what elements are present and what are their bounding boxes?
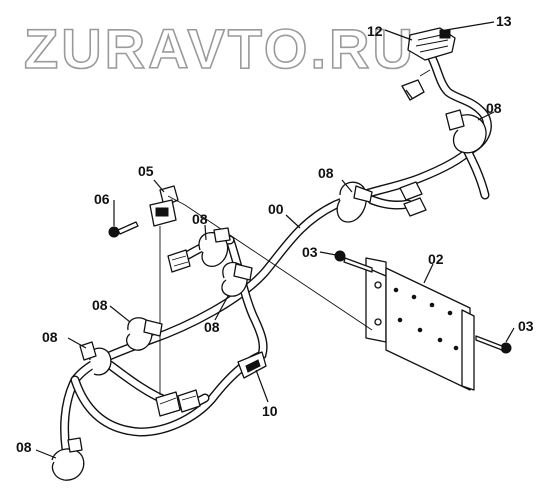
label-08-center: 08 bbox=[192, 211, 208, 227]
clamp-08-center-top bbox=[336, 181, 373, 223]
bracket-02 bbox=[365, 257, 475, 391]
clamp-08-center bbox=[198, 227, 231, 267]
clamp-08-top-right bbox=[445, 109, 487, 154]
connector-center-left bbox=[167, 249, 191, 273]
connector-10 bbox=[237, 351, 267, 379]
screw-03-left bbox=[334, 250, 373, 273]
label-00: 00 bbox=[268, 201, 284, 217]
relay-05 bbox=[149, 185, 179, 227]
connector-lower-group bbox=[155, 389, 201, 417]
label-06: 06 bbox=[94, 191, 110, 207]
label-12: 12 bbox=[367, 23, 383, 39]
label-08-left-lower: 08 bbox=[42, 329, 58, 345]
label-08-top-right: 08 bbox=[486, 100, 502, 116]
connector-12-13 bbox=[407, 27, 456, 61]
label-02: 02 bbox=[428, 251, 444, 267]
label-08-center-top: 08 bbox=[318, 165, 334, 181]
label-08-left-middle: 08 bbox=[92, 297, 108, 313]
clamp-08-left-middle bbox=[125, 317, 163, 351]
screw-03-right bbox=[475, 335, 512, 354]
label-08-lower-center: 08 bbox=[204, 319, 220, 335]
connector-upper-right bbox=[401, 69, 431, 101]
label-03-right: 03 bbox=[518, 318, 534, 334]
label-13: 13 bbox=[496, 13, 512, 29]
label-03-left: 03 bbox=[302, 244, 318, 260]
clamp-08-bottom-left bbox=[51, 437, 85, 481]
watermark: ZURAVTO.RU bbox=[24, 17, 416, 80]
connector-pair-right bbox=[399, 181, 427, 217]
label-10: 10 bbox=[262, 403, 278, 419]
label-05: 05 bbox=[138, 163, 154, 179]
label-08-bottom-left: 08 bbox=[16, 439, 32, 455]
screw-06 bbox=[108, 221, 139, 238]
clamp-08-lower-center bbox=[221, 261, 253, 297]
